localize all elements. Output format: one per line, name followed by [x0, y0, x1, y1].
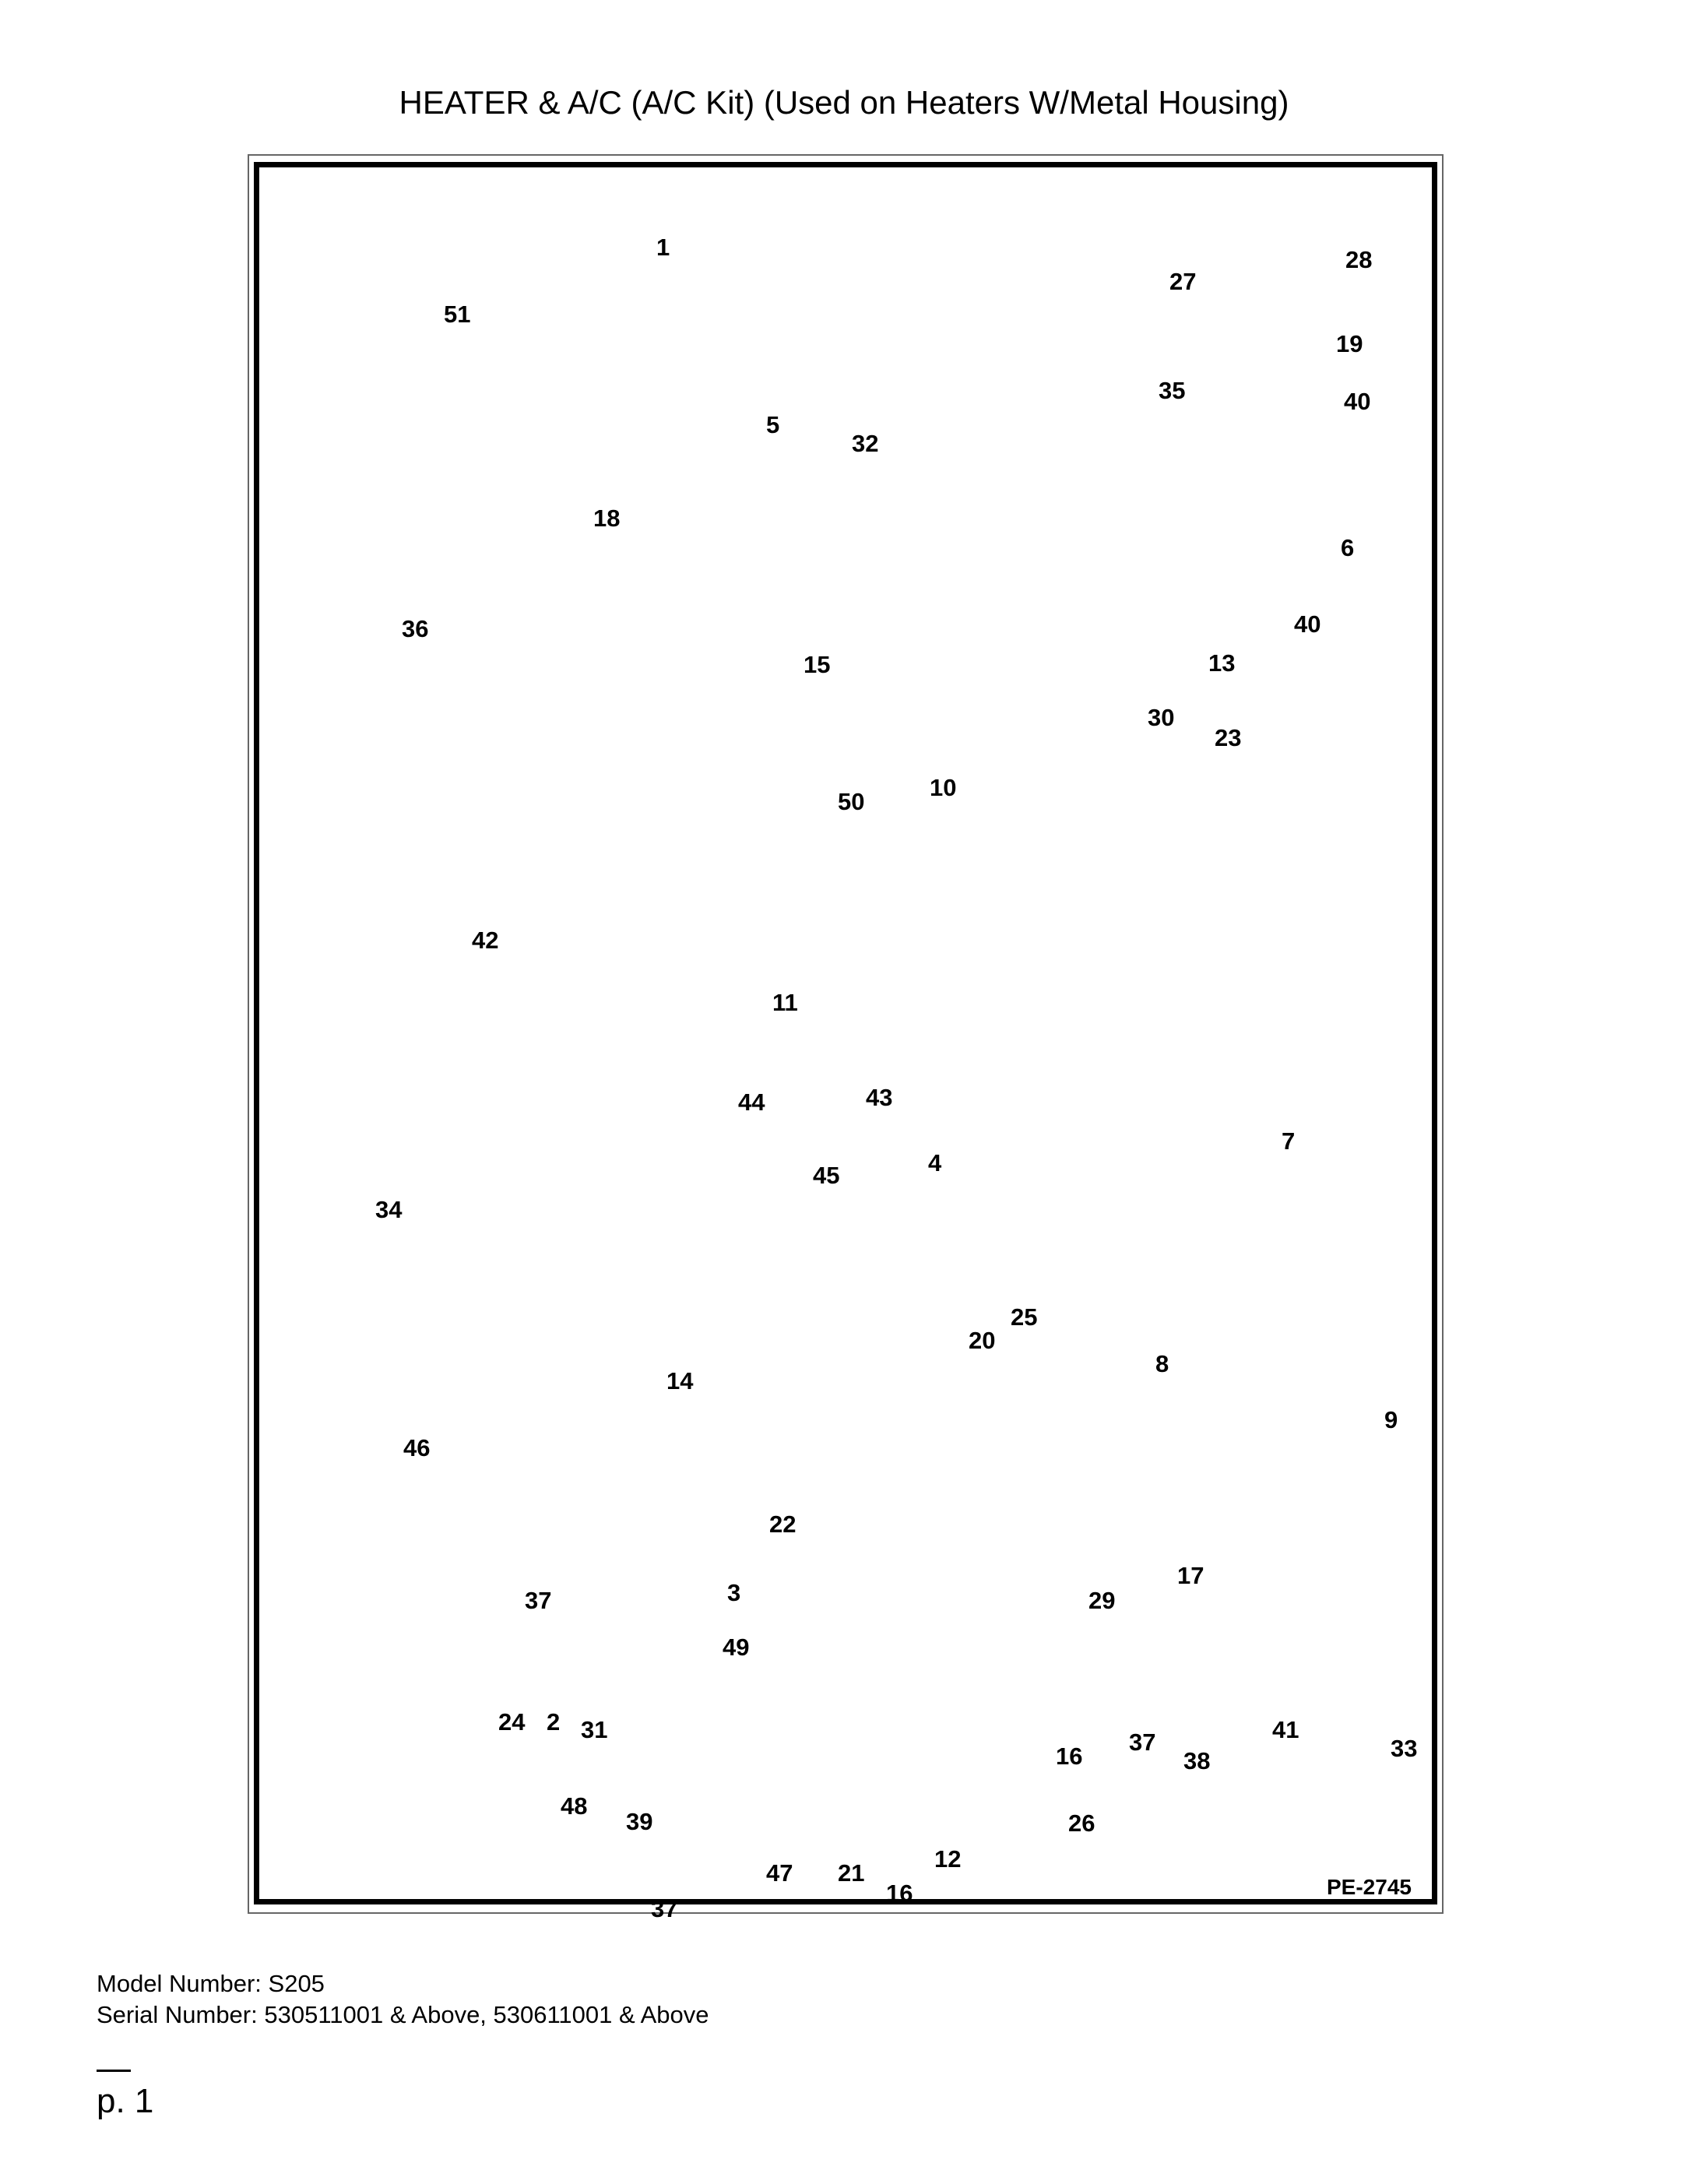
part-callout-2: 2 — [547, 1708, 561, 1736]
part-callout-4: 4 — [928, 1149, 942, 1176]
part-callout-26: 26 — [1068, 1809, 1095, 1837]
part-callout-20: 20 — [969, 1327, 996, 1354]
part-callout-45: 45 — [813, 1162, 840, 1189]
part-callout-39: 39 — [626, 1808, 653, 1835]
part-callout-37: 37 — [1129, 1729, 1156, 1756]
model-number: Model Number: S205 — [97, 1970, 325, 1997]
part-callout-17: 17 — [1177, 1562, 1204, 1589]
part-callout-40: 40 — [1344, 388, 1371, 415]
part-callout-42: 42 — [472, 927, 499, 954]
part-callout-47: 47 — [766, 1859, 793, 1887]
diagram-frame — [254, 162, 1437, 1904]
part-callout-8: 8 — [1155, 1350, 1169, 1377]
part-callout-28: 28 — [1345, 246, 1373, 273]
part-callout-25: 25 — [1011, 1303, 1038, 1331]
page-number: p. 1 — [97, 2082, 154, 2120]
part-callout-43: 43 — [866, 1084, 893, 1111]
part-callout-19: 19 — [1336, 330, 1363, 357]
part-callout-36: 36 — [402, 615, 429, 642]
part-callout-9: 9 — [1384, 1406, 1398, 1433]
part-callout-33: 33 — [1391, 1735, 1418, 1762]
part-callout-6: 6 — [1341, 534, 1355, 561]
diagram-reference-code: PE-2745 — [1327, 1875, 1412, 1899]
part-callout-3: 3 — [727, 1579, 741, 1606]
part-callout-46: 46 — [403, 1434, 431, 1461]
page-title: HEATER & A/C (A/C Kit) (Used on Heaters … — [399, 84, 1289, 121]
part-callout-50: 50 — [838, 788, 865, 815]
part-callout-23: 23 — [1215, 724, 1242, 751]
part-callout-30: 30 — [1148, 704, 1175, 731]
part-callout-35: 35 — [1159, 377, 1186, 404]
part-callout-38: 38 — [1183, 1747, 1211, 1774]
part-callout-34: 34 — [375, 1196, 403, 1223]
part-callout-5: 5 — [766, 411, 780, 438]
model-info: Model Number: S205 Serial Number: 530511… — [97, 1968, 709, 2031]
part-callout-12: 12 — [934, 1845, 962, 1873]
part-callout-16: 16 — [1056, 1743, 1083, 1770]
page-number-rule — [97, 2070, 131, 2072]
part-callout-51: 51 — [444, 301, 471, 328]
serial-number: Serial Number: 530511001 & Above, 530611… — [97, 2001, 709, 2028]
diagram-frame-outer — [248, 154, 1444, 1914]
part-callout-16: 16 — [886, 1880, 913, 1907]
part-callout-13: 13 — [1208, 649, 1236, 677]
part-callout-37: 37 — [525, 1587, 552, 1614]
part-callout-31: 31 — [581, 1716, 608, 1743]
part-callout-24: 24 — [498, 1708, 526, 1736]
part-callout-22: 22 — [769, 1511, 797, 1538]
part-callout-40: 40 — [1294, 610, 1321, 638]
part-callout-10: 10 — [930, 774, 957, 801]
part-callout-44: 44 — [738, 1088, 765, 1116]
part-callout-7: 7 — [1282, 1127, 1296, 1155]
part-callout-37: 37 — [651, 1895, 678, 1922]
part-callout-11: 11 — [772, 989, 798, 1016]
part-callout-18: 18 — [593, 505, 621, 532]
part-callout-49: 49 — [723, 1634, 750, 1661]
part-callout-21: 21 — [838, 1859, 865, 1887]
part-callout-27: 27 — [1169, 268, 1197, 295]
part-callout-32: 32 — [852, 430, 879, 457]
part-callout-14: 14 — [666, 1367, 694, 1394]
part-callout-1: 1 — [656, 234, 670, 261]
part-callout-41: 41 — [1272, 1716, 1299, 1743]
part-callout-48: 48 — [561, 1792, 588, 1820]
part-callout-15: 15 — [804, 651, 831, 678]
part-callout-29: 29 — [1088, 1587, 1116, 1614]
